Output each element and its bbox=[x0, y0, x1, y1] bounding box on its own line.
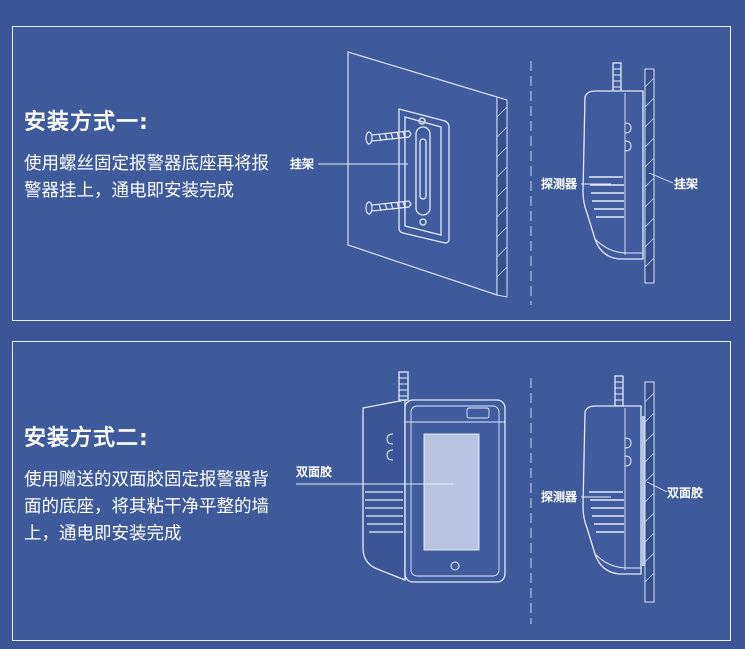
install-method-two-panel: 安装方式二: 使用赠送的双面胶固定报警器背面的底座，将其粘干净平整的墙上，通电即… bbox=[12, 341, 731, 641]
wall-plate-illustration bbox=[347, 51, 508, 298]
label-detector: 探测器 bbox=[541, 489, 578, 504]
callout-line bbox=[646, 481, 668, 493]
method-two-description: 使用赠送的双面胶固定报警器背面的底座，将其粘干净平整的墙上，通电即安装完成 bbox=[24, 470, 269, 544]
method-one-illustration: 挂架 bbox=[290, 51, 698, 305]
method-one-description: 使用螺丝固定报警器底座再将报警器挂上，通电即安装完成 bbox=[24, 154, 269, 201]
detector-side-view-illustration bbox=[582, 375, 642, 575]
double-sided-tape-illustration bbox=[423, 433, 480, 551]
install-method-one-panel: 安装方式一: 使用螺丝固定报警器底座再将报警器挂上，通电即安装完成 bbox=[12, 26, 731, 321]
wall-section-illustration bbox=[644, 68, 655, 284]
label-hanger-left: 挂架 bbox=[290, 156, 314, 171]
label-tape-right: 双面胶 bbox=[667, 485, 703, 500]
screw-icon bbox=[365, 130, 412, 215]
method-two-title: 安装方式二: bbox=[24, 426, 149, 451]
label-detector: 探测器 bbox=[541, 176, 578, 191]
wall-section-illustration bbox=[644, 381, 655, 603]
callout-line bbox=[648, 172, 674, 184]
detector-side-view-illustration bbox=[582, 62, 644, 260]
method-one-title: 安装方式一: bbox=[24, 110, 149, 135]
method-two-illustration: 双面胶 探测器 双面 bbox=[296, 371, 703, 624]
label-hanger-right: 挂架 bbox=[674, 176, 698, 191]
label-tape-left: 双面胶 bbox=[296, 464, 332, 479]
tape-strip-illustration bbox=[641, 416, 645, 566]
hanger-bracket-illustration bbox=[398, 108, 450, 244]
